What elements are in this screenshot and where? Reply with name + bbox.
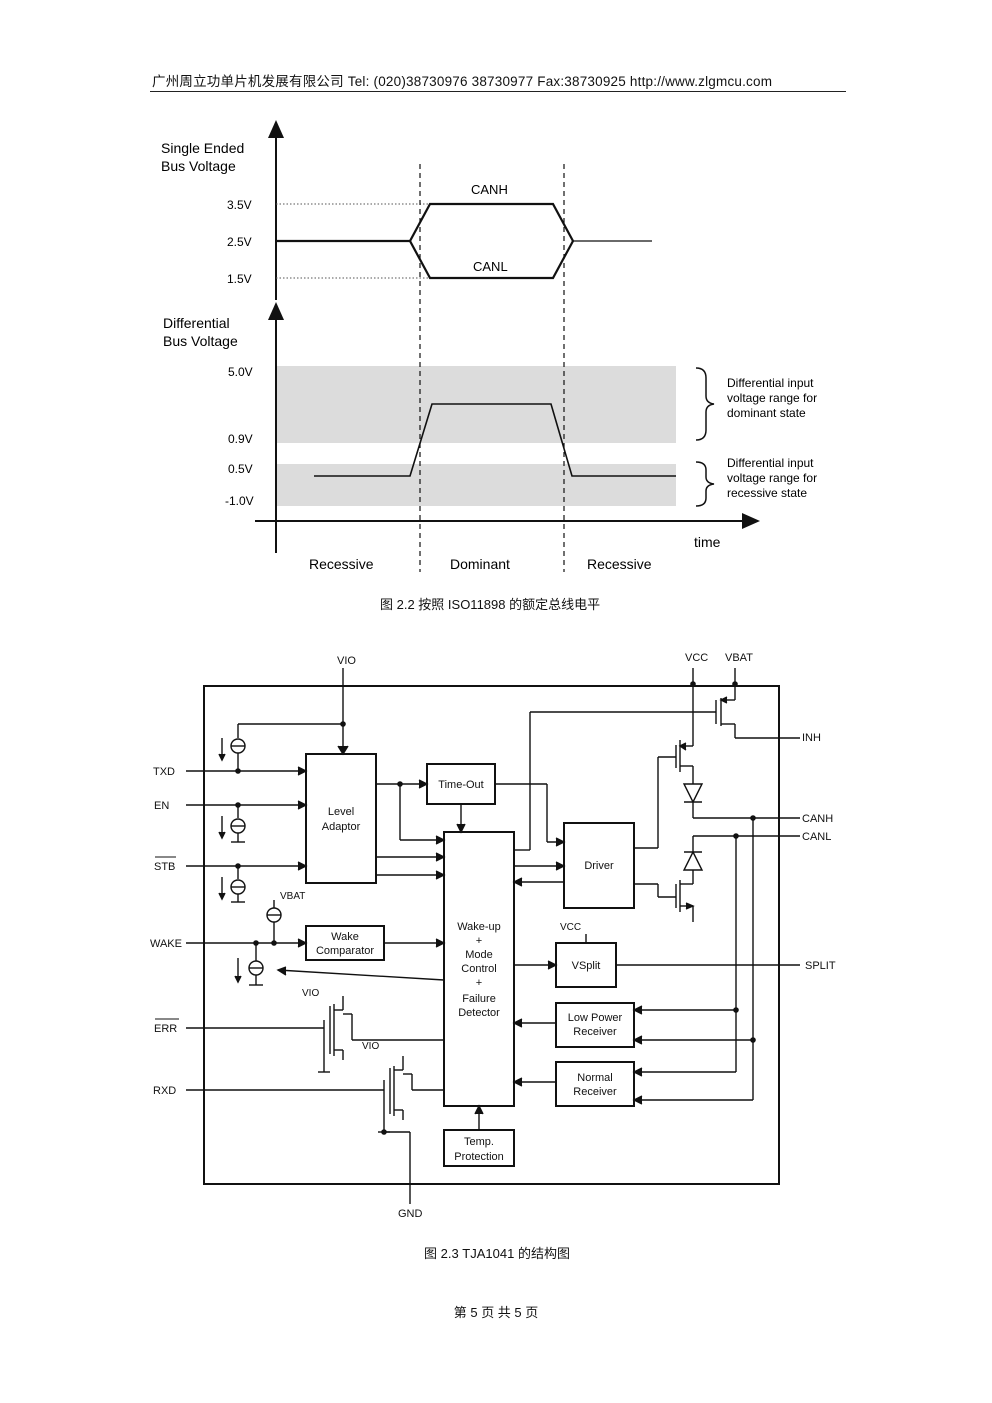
recessive-range-text-3: recessive state xyxy=(727,486,807,500)
block-level-2: Adaptor xyxy=(322,821,361,833)
level-5-0: 5.0V xyxy=(228,365,253,379)
lower-axis-label-2: Bus Voltage xyxy=(163,333,238,349)
junction-dots xyxy=(235,681,756,1135)
block-wake-2: Comparator xyxy=(316,945,374,957)
block-main-6: Failure xyxy=(462,993,496,1005)
header-rule xyxy=(150,91,846,92)
block-temp-1: Temp. xyxy=(464,1136,494,1148)
block-main-4: Control xyxy=(461,963,496,975)
block-main-1: Wake-up xyxy=(457,921,501,933)
pin-rxd: RXD xyxy=(153,1085,176,1097)
lower-axis-label-1: Differential xyxy=(163,315,230,331)
upper-axis-label-2: Bus Voltage xyxy=(161,158,236,174)
time-label: time xyxy=(694,534,721,550)
phase-dominant: Dominant xyxy=(450,556,510,572)
recessive-brace xyxy=(695,461,715,507)
level-3-5: 3.5V xyxy=(227,198,252,212)
pin-txd: TXD xyxy=(153,766,175,778)
level-minus-1-0: -1.0V xyxy=(225,494,254,508)
page-footer: 第 5 页 共 5 页 xyxy=(453,1305,539,1320)
block-main-7: Detector xyxy=(458,1007,500,1019)
block-main-5: + xyxy=(476,977,482,989)
pin-vbat: VBAT xyxy=(725,652,753,664)
pin-en: EN xyxy=(154,800,169,812)
block-driver: Driver xyxy=(584,860,614,872)
level-0-9: 0.9V xyxy=(228,432,253,446)
pin-stb: STB xyxy=(154,861,175,873)
block-normal-2: Receiver xyxy=(573,1086,617,1098)
canh-label: CANH xyxy=(471,182,508,197)
recessive-range-band xyxy=(277,464,676,506)
block-timeout: Time-Out xyxy=(438,779,483,791)
pin-vcc: VCC xyxy=(685,652,708,664)
block-temp-2: Protection xyxy=(454,1151,504,1163)
block-wake-1: Wake xyxy=(331,931,359,943)
canl-label: CANL xyxy=(473,259,508,274)
pin-vio: VIO xyxy=(337,655,356,667)
canl-trace xyxy=(409,240,574,280)
page-header: 广州周立功单片机发展有限公司 Tel: (020)38730976 387309… xyxy=(152,74,773,89)
recessive-range-text-2: voltage range for xyxy=(727,471,817,485)
pin-canh: CANH xyxy=(802,813,833,825)
pin-gnd: GND xyxy=(398,1208,423,1220)
block-main-3: Mode xyxy=(465,949,493,961)
block-main-2: + xyxy=(476,935,482,947)
block-diagram xyxy=(186,668,800,1204)
canh-trace xyxy=(276,202,574,243)
level-0-5: 0.5V xyxy=(228,462,253,476)
block-lp-2: Receiver xyxy=(573,1026,617,1038)
block-normal-1: Normal xyxy=(577,1072,612,1084)
recessive-range-text-1: Differential input xyxy=(727,456,814,470)
chip-outline xyxy=(203,685,780,1185)
block-vsplit: VSplit xyxy=(572,960,601,972)
block-level-1: Level xyxy=(328,806,354,818)
label-vbat-wake: VBAT xyxy=(280,891,305,902)
pin-err: ERR xyxy=(154,1023,177,1035)
label-vio-err: VIO xyxy=(302,988,319,999)
pin-inh: INH xyxy=(802,732,821,744)
differential-trace xyxy=(314,403,676,477)
figure-2-2-caption: 图 2.2 按照 ISO11898 的额定总线电平 xyxy=(380,597,601,612)
dominant-range-text-3: dominant state xyxy=(727,406,806,420)
pin-canl: CANL xyxy=(802,831,831,843)
phase-recessive-left: Recessive xyxy=(309,556,374,572)
label-vcc-split: VCC xyxy=(560,922,581,933)
upper-axis-label-1: Single Ended xyxy=(161,140,244,156)
level-1-5: 1.5V xyxy=(227,272,252,286)
dominant-brace xyxy=(695,367,715,441)
pin-wake: WAKE xyxy=(150,938,182,950)
phase-recessive-right: Recessive xyxy=(587,556,652,572)
figure-2-3-caption: 图 2.3 TJA1041 的结构图 xyxy=(424,1246,570,1261)
dominant-range-text-1: Differential input xyxy=(727,376,814,390)
pin-split: SPLIT xyxy=(805,960,836,972)
dominant-range-text-2: voltage range for xyxy=(727,391,817,405)
level-2-5: 2.5V xyxy=(227,235,252,249)
label-vio-rxd: VIO xyxy=(362,1041,379,1052)
block-lp-1: Low Power xyxy=(568,1012,623,1024)
